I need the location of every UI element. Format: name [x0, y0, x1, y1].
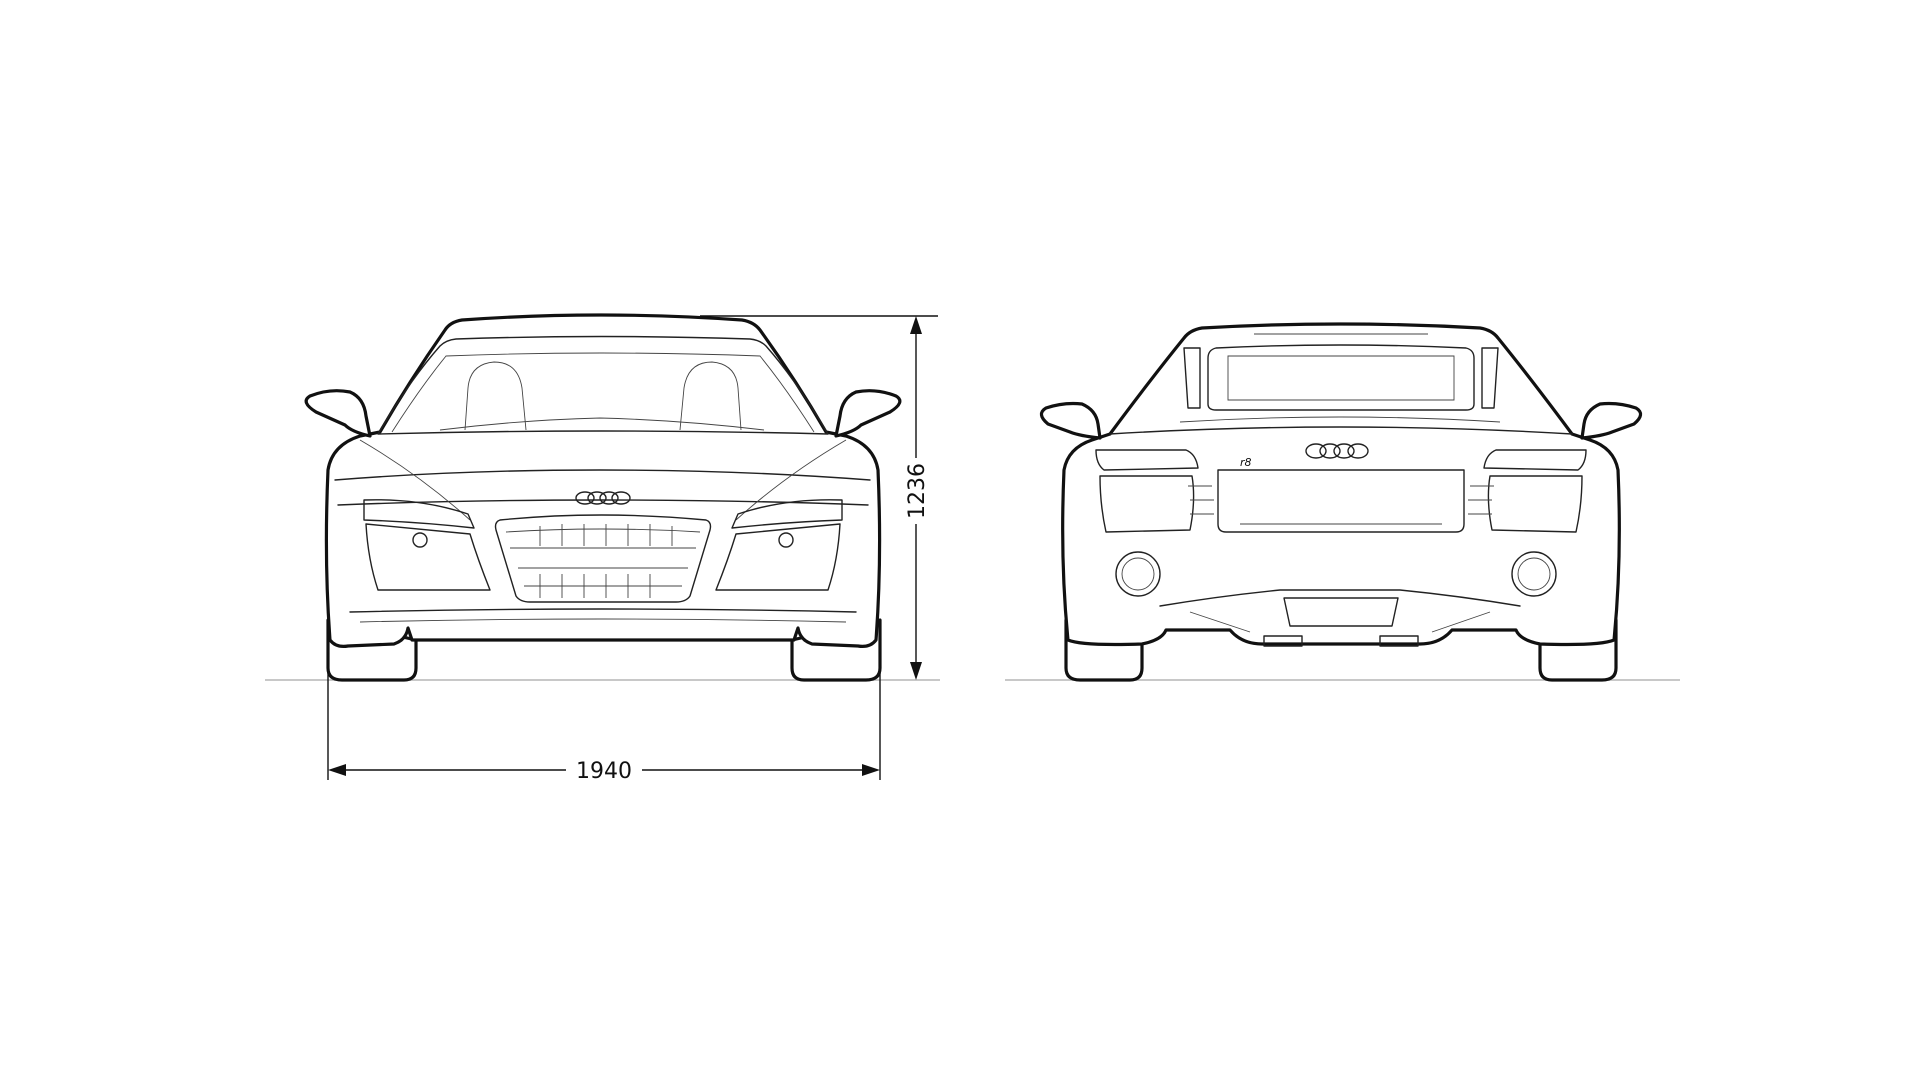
- license-plate-area: [1217, 469, 1465, 533]
- car-front-view: [304, 313, 902, 682]
- side-blade-left: [1183, 347, 1201, 409]
- audi-rings-front: [575, 491, 631, 505]
- mirror-rear-left: [1039, 401, 1102, 440]
- rear-window: [1207, 344, 1475, 411]
- mirror-rear-right: [1580, 401, 1643, 440]
- headlight-left: [363, 499, 475, 529]
- windshield: [377, 335, 829, 435]
- model-badge: r8: [1240, 456, 1252, 469]
- taillight-left: [1095, 449, 1199, 471]
- front-body-outline: [324, 313, 882, 648]
- front-grille: [494, 514, 712, 603]
- taillight-right: [1483, 449, 1587, 471]
- audi-rings-rear: [1305, 443, 1369, 459]
- exhaust-right: [1511, 551, 1557, 597]
- seat-right: [679, 361, 742, 431]
- side-blade-right: [1481, 347, 1499, 409]
- height-dimension-label: 1236: [905, 463, 930, 519]
- mirror-left: [304, 389, 372, 438]
- intake-right: [715, 523, 841, 591]
- intake-left: [365, 523, 491, 591]
- dimension-width: 1940: [327, 652, 881, 784]
- mirror-right: [834, 389, 902, 438]
- headlight-right: [731, 499, 843, 529]
- rear-diffuser: [1283, 597, 1399, 627]
- dimension-height: 1236: [700, 315, 938, 680]
- seat-left: [464, 361, 527, 431]
- width-dimension-label: 1940: [576, 759, 632, 784]
- car-rear-view: r8: [1039, 322, 1643, 682]
- exhaust-left: [1115, 551, 1161, 597]
